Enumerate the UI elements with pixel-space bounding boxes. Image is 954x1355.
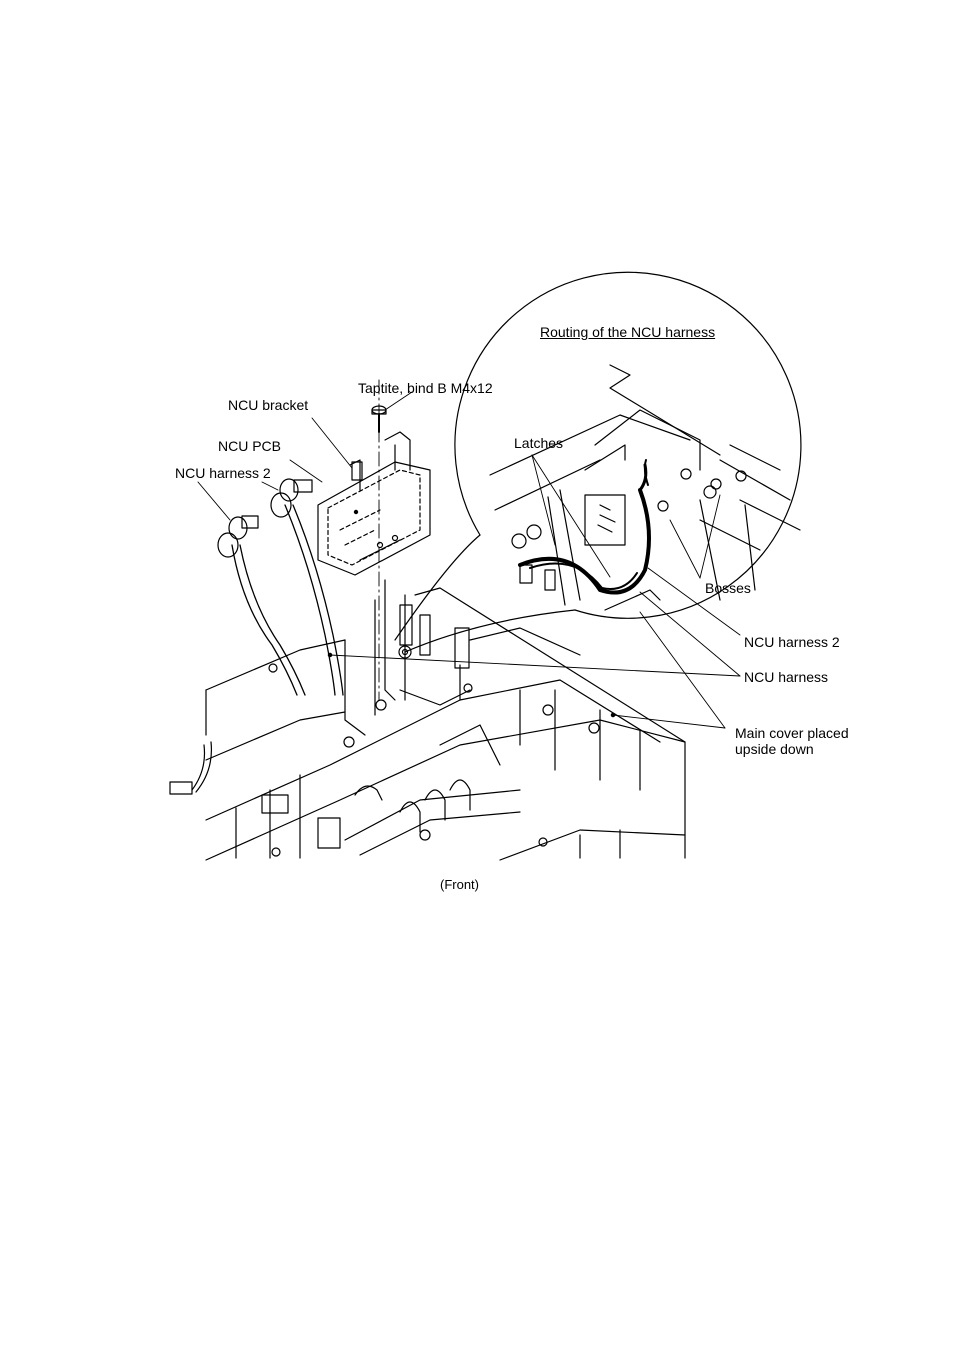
ncu-harness-2-left-label: NCU harness 2: [175, 465, 271, 481]
ncu-harness-label: NCU harness: [744, 669, 828, 685]
front-orientation-label: (Front): [440, 877, 479, 893]
taptite-screw: [372, 380, 386, 700]
taptite-screw-label: Taptite, bind B M4x12: [358, 380, 493, 396]
ncu-pcb-bracket: [318, 432, 430, 575]
ncu-bracket-label: NCU bracket: [228, 397, 308, 413]
main-cover: [170, 580, 685, 860]
main-cover-label-line1: Main cover placed: [735, 725, 849, 741]
bosses-label: Bosses: [705, 580, 751, 596]
main-cover-label-line2: upside down: [735, 741, 814, 757]
ncu-harness-2-right-label: NCU harness 2: [744, 634, 840, 650]
ncu-harness-cables: [218, 479, 343, 695]
ncu-pcb-label: NCU PCB: [218, 438, 281, 454]
leader-lines-right: [328, 455, 740, 728]
routing-title-label: Routing of the NCU harness: [540, 324, 715, 340]
latches-label: Latches: [514, 435, 563, 451]
